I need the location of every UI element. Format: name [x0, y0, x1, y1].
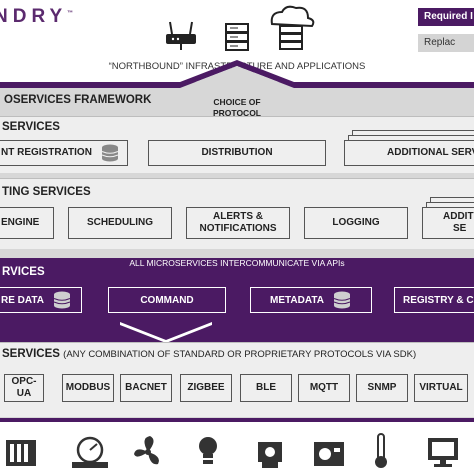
alerts-notifications-box: ALERTS & NOTIFICATIONS: [186, 207, 290, 239]
brand-logo: NDRY™: [0, 6, 73, 28]
core-data-label: RE DATA: [1, 294, 44, 306]
scheduling-label: SCHEDULING: [86, 217, 154, 228]
logging-label: LOGGING: [332, 217, 380, 228]
database-icon: [53, 291, 71, 309]
database-icon: [101, 144, 119, 162]
fan-icon: [134, 436, 159, 465]
protocol-mqtt-label: MQTT: [309, 382, 339, 393]
protocol-bacnet-label: BACNET: [125, 382, 167, 393]
gauge-icon: [72, 436, 108, 468]
brand-tm: ™: [67, 10, 74, 17]
choice-of-protocol: CHOICE OF PROTOCOL: [200, 97, 274, 119]
additional-supporting-box: ADDITI SE: [422, 207, 474, 239]
protocol-mqtt: MQTT: [298, 374, 350, 402]
legend-replaceable: Replac: [418, 34, 474, 52]
protocol-snmp: SNMP: [356, 374, 408, 402]
choice-line-1: CHOICE OF: [213, 97, 261, 107]
brand-text: NDRY: [0, 6, 68, 27]
export-services-title: SERVICES: [2, 121, 60, 133]
protocol-modbus: MODBUS: [62, 374, 114, 402]
protocol-zigbee: ZIGBEE: [180, 374, 232, 402]
core-data-box: RE DATA: [0, 287, 82, 313]
metadata-box: METADATA: [250, 287, 372, 313]
supporting-services-title: TING SERVICES: [2, 186, 91, 198]
monitor-icon: [428, 438, 458, 467]
additional-services-label: ADDITIONAL SERVI: [387, 147, 474, 158]
northbound-icons: [166, 5, 315, 51]
protocol-bacnet: BACNET: [120, 374, 172, 402]
device-services-subtitle: (ANY COMBINATION OF STANDARD OR PROPRIET…: [63, 349, 417, 360]
alerts-notifications-label: ALERTS & NOTIFICATIONS: [199, 211, 277, 234]
intercom-label: ALL MICROSERVICES INTERCOMMUNICATE VIA A…: [129, 258, 345, 268]
protocol-opc-ua: OPC-UA: [4, 374, 44, 402]
protocol-opc-ua-label: OPC-UA: [11, 376, 37, 399]
southbound-devices: [6, 433, 458, 468]
protocol-modbus-label: MODBUS: [65, 382, 111, 393]
bulb-icon: [199, 437, 217, 464]
distribution-label: DISTRIBUTION: [201, 147, 273, 158]
client-registration-label: NT REGISTRATION: [1, 147, 92, 158]
protocol-ble: BLE: [240, 374, 292, 402]
cloud-server-icon: [270, 5, 315, 50]
protocol-virtual: VIRTUAL: [414, 374, 468, 402]
thermometer-icon: [375, 433, 387, 468]
database-icon: [333, 291, 351, 309]
protocol-ble-label: BLE: [256, 382, 276, 393]
registry-config-label: REGISTRY & C: [403, 294, 474, 306]
client-registration-box: NT REGISTRATION: [0, 140, 128, 166]
additional-supporting-label: ADDITI SE: [443, 211, 474, 234]
protocol-zigbee-label: ZIGBEE: [187, 382, 225, 393]
motor-icon: [258, 442, 282, 468]
scheduling-box: SCHEDULING: [68, 207, 172, 239]
legend-required: Required I: [418, 8, 474, 26]
protocol-virtual-label: VIRTUAL: [419, 382, 463, 393]
rules-engine-label: ENGINE: [1, 217, 40, 228]
metadata-label: METADATA: [270, 294, 324, 306]
protocol-snmp-label: SNMP: [367, 382, 397, 393]
command-label: COMMAND: [140, 294, 194, 306]
additional-services-box: ADDITIONAL SERVI: [344, 140, 474, 166]
framework-title: OSERVICES FRAMEWORK: [4, 94, 152, 106]
router-icon: [166, 21, 196, 50]
core-services-title: RVICES: [2, 266, 45, 278]
distribution-box: DISTRIBUTION: [148, 140, 326, 166]
sensor-icon: [314, 442, 344, 466]
registry-config-box: REGISTRY & C: [394, 287, 474, 313]
command-box: COMMAND: [108, 287, 226, 313]
device-icon: [6, 440, 36, 466]
device-services-title-text: SERVICES: [2, 348, 60, 360]
rules-engine-box: ENGINE: [0, 207, 54, 239]
logging-box: LOGGING: [304, 207, 408, 239]
device-services-title: SERVICES (ANY COMBINATION OF STANDARD OR…: [2, 348, 416, 360]
northbound-label: “NORTHBOUND” INFRASTRUCTURE AND APPLICAT…: [108, 61, 366, 72]
server-icon: [225, 23, 249, 51]
choice-line-2: PROTOCOL: [212, 108, 261, 118]
